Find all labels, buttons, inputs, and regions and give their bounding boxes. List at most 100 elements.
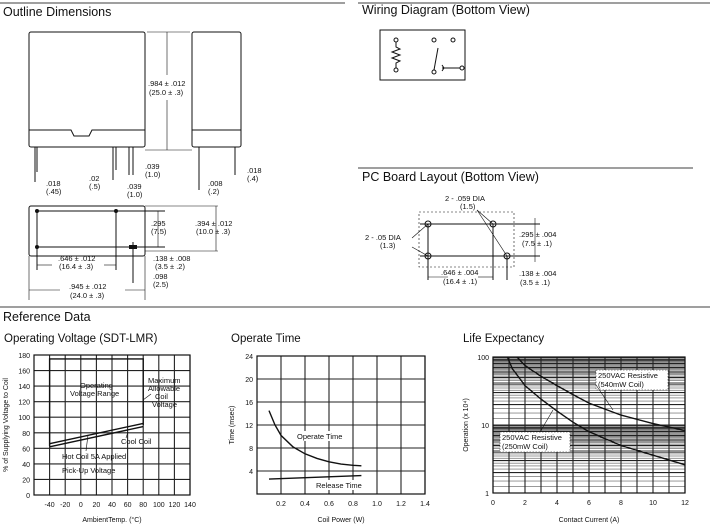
height-dim-mm: (25.0 ± .3) — [149, 88, 184, 97]
pcb-row-dim: .295 ± .004 — [519, 230, 556, 239]
x-tick-label: 6 — [587, 500, 591, 507]
x-tick-label: 120 — [169, 502, 181, 509]
chart2-title: Operate Time — [231, 333, 301, 345]
y-tick-label: 10 — [481, 423, 489, 430]
chart1-xlabel: AmbientTemp. (°C) — [82, 516, 141, 524]
x-tick-label: 20 — [93, 502, 101, 509]
large-hole-dim-mm: (1.5) — [460, 202, 476, 211]
chart2-xlabel: Coil Power (W) — [317, 517, 364, 524]
x-tick-label: 0.2 — [276, 501, 286, 508]
small-hole-dim-mm: (1.3) — [380, 241, 396, 250]
length-dim-mm: (24.0 ± .3) — [70, 291, 105, 300]
y-tick-label: 1 — [485, 491, 489, 498]
y-tick-label: 60 — [22, 446, 30, 453]
pin-thickness-dim: .02 — [89, 174, 99, 183]
series-line — [49, 422, 144, 445]
row-spacing-dim: .295 — [151, 219, 166, 228]
x-tick-label: -20 — [60, 502, 70, 509]
annotation: Hot Coil 5A Applied — [62, 452, 126, 461]
pcb-layout-heading: PC Board Layout (Bottom View) — [362, 170, 539, 184]
y-tick-label: 80 — [22, 431, 30, 438]
pcb-pitch-dim-mm: (16.4 ± .1) — [443, 277, 478, 286]
chart3-ylabel: Operation (x 10⁴) — [463, 398, 470, 452]
x-tick-label: 60 — [124, 502, 132, 509]
coil-icon — [390, 42, 402, 68]
x-tick-label: 10 — [649, 500, 657, 507]
annotation: (540mW Coil) — [598, 380, 644, 389]
annotation: Maximum — [148, 376, 181, 385]
annotation: Cool Coil — [121, 437, 152, 446]
y-tick-label: 16 — [245, 400, 253, 407]
x-tick-label: 12 — [681, 500, 689, 507]
large-hole-dim: 2 - .059 DIA — [445, 194, 485, 203]
height-dim: .984 ± .012 — [148, 79, 185, 88]
length-dim: .945 ± .012 — [69, 282, 106, 291]
x-tick-label: 1.4 — [420, 501, 430, 508]
y-tick-label: 0 — [26, 493, 30, 500]
side-pin2-dim: .018 — [247, 166, 262, 175]
x-tick-label: 80 — [139, 502, 147, 509]
pitch-dim: .646 ± .012 — [58, 254, 95, 263]
series-line — [268, 474, 362, 480]
wiring-diagram — [379, 29, 466, 81]
chart1-title: Operating Voltage (SDT-LMR) — [4, 333, 158, 345]
x-tick-label: 4 — [555, 500, 559, 507]
x-tick-label: -40 — [45, 502, 55, 509]
annotation: Operate Time — [297, 432, 342, 441]
y-tick-label: 40 — [22, 462, 30, 469]
chart3-xlabel: Contact Current (A) — [559, 517, 620, 524]
y-tick-label: 120 — [18, 400, 30, 407]
pin-width-dim: .018 — [46, 179, 61, 188]
y-tick-label: 160 — [18, 369, 30, 376]
series-line — [506, 356, 686, 466]
series-line — [268, 410, 362, 467]
x-tick-label: 0 — [491, 500, 495, 507]
plot-frame — [256, 355, 426, 495]
annotation: Operating — [80, 381, 113, 390]
annotation: (250mW Coil) — [502, 442, 548, 451]
y-tick-label: 20 — [245, 377, 253, 384]
y-tick-label: 12 — [245, 423, 253, 430]
plot-frame — [492, 356, 686, 494]
side-pin-dim: .008 — [208, 179, 223, 188]
pcb-layout — [411, 209, 540, 280]
annotation: Release Time — [316, 481, 362, 490]
pin-thickness-dim-mm: (.5) — [89, 182, 101, 191]
pcb-offset-dim-mm: (3.5 ± .1) — [520, 278, 550, 287]
annotation: Allowable — [148, 384, 180, 393]
x-tick-label: 40 — [108, 502, 116, 509]
pcb-pitch-dim: .646 ± .004 — [441, 268, 478, 277]
x-tick-label: 140 — [184, 502, 196, 509]
annotation: 250VAC Resistive — [502, 433, 562, 442]
x-tick-label: 1.0 — [372, 501, 382, 508]
chart1-ylabel: % of Supplying Voltage to Coil — [3, 378, 10, 472]
x-tick-label: 0.6 — [324, 501, 334, 508]
annotation: Voltage — [152, 400, 177, 409]
row-spacing-dim-mm: (7.5) — [151, 227, 167, 236]
relay-bottom-view — [28, 205, 218, 300]
width-dim: .394 ± .012 — [195, 219, 232, 228]
wiring-diagram-heading: Wiring Diagram (Bottom View) — [362, 3, 530, 17]
x-tick-label: 0 — [79, 502, 83, 509]
y-tick-label: 140 — [18, 384, 30, 391]
chart1-annotations: Operating Voltage Range Maximum Allowabl… — [62, 376, 181, 475]
pin-gap-dim: .039 — [145, 162, 160, 171]
pin-gap2-dim-mm: (1.0) — [127, 190, 143, 199]
x-tick-label: 1.2 — [396, 501, 406, 508]
offset-dim: .138 ± .008 — [153, 254, 190, 263]
y-tick-label: 8 — [249, 446, 253, 453]
pin-width-dim-mm: (.45) — [46, 187, 62, 196]
pcb-offset-dim: .138 ± .004 — [519, 269, 556, 278]
side-pin2-dim-mm: (.4) — [247, 174, 259, 183]
edge-dim: .098 — [153, 272, 168, 281]
small-hole-dim: 2 - .05 DIA — [365, 233, 401, 242]
chart3-annotations: 250VAC Resistive (540mW Coil) 250VAC Res… — [499, 369, 669, 453]
relay-side-view — [191, 31, 242, 190]
annotation: 250VAC Resistive — [598, 371, 658, 380]
series-line — [48, 358, 144, 446]
annotation: Pick-Up Voltage — [62, 466, 115, 475]
pcb-row-dim-mm: (7.5 ± .1) — [522, 239, 552, 248]
annotation: Voltage Range — [70, 389, 119, 398]
